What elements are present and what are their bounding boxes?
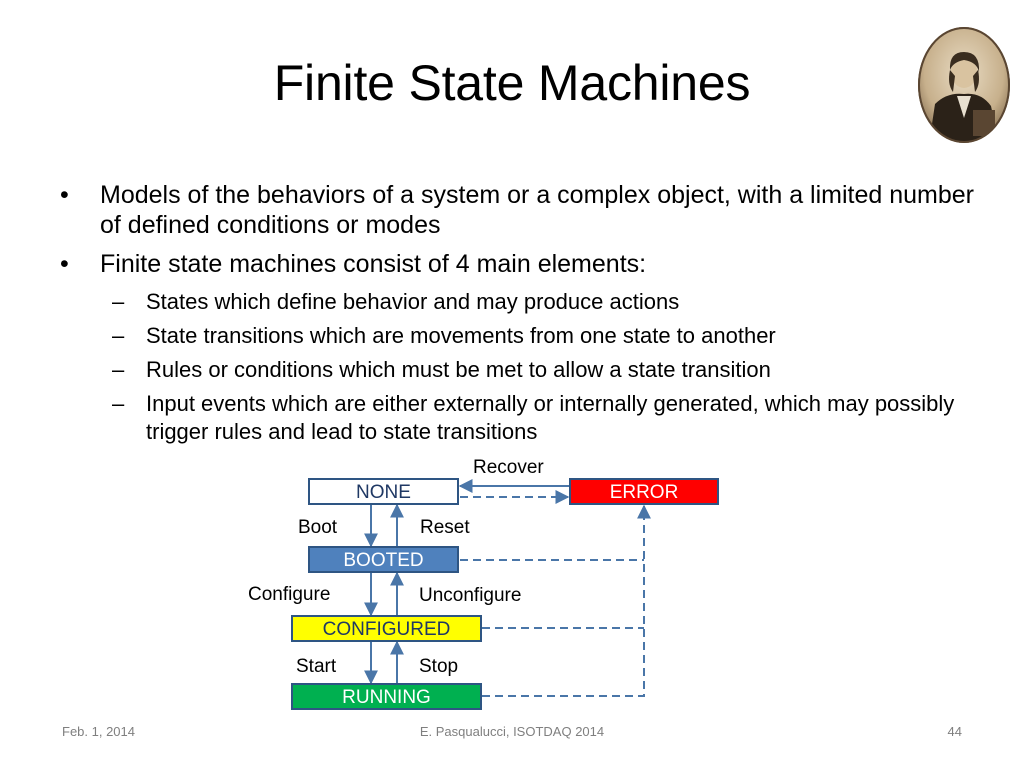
slide-title: Finite State Machines	[273, 55, 751, 111]
state-none-label: NONE	[356, 482, 411, 503]
sub-bullet-text: State transitions which are movements fr…	[146, 323, 776, 348]
bullet-list: • Models of the behaviors of a system or…	[60, 180, 980, 452]
sub-bullet-marker: –	[112, 323, 125, 348]
state-error-label: ERROR	[610, 482, 679, 503]
sub-bullet-item: – Input events which are either external…	[60, 390, 980, 446]
state-booted-label: BOOTED	[343, 550, 423, 571]
state-running: RUNNING	[291, 683, 482, 710]
sub-bullet-marker: –	[112, 357, 125, 382]
sub-bullet-text: Input events which are either externally…	[146, 391, 955, 444]
state-running-label: RUNNING	[342, 687, 431, 708]
footer-author: E. Pasqualucci, ISOTDAQ 2014	[419, 724, 605, 739]
state-none: NONE	[308, 478, 459, 505]
stop-label: Stop	[419, 656, 458, 677]
bullet-item: • Finite state machines consist of 4 mai…	[60, 249, 980, 279]
recover-label: Recover	[473, 457, 544, 478]
page-number: 44	[947, 724, 962, 739]
sub-bullet-item: – Rules or conditions which must be met …	[60, 356, 980, 384]
bullet-item: • Models of the behaviors of a system or…	[60, 180, 980, 240]
state-booted: BOOTED	[308, 546, 459, 573]
state-error: ERROR	[569, 478, 719, 505]
sub-bullet-marker: –	[112, 391, 125, 416]
sub-bullet-marker: –	[112, 289, 125, 314]
sub-bullet-text: Rules or conditions which must be met to…	[146, 357, 771, 382]
sub-bullet-item: – State transitions which are movements …	[60, 322, 980, 350]
sub-bullet-item: – States which define behavior and may p…	[60, 288, 980, 316]
bullet-marker: •	[60, 181, 69, 209]
unconfigure-label: Unconfigure	[419, 585, 521, 606]
bullet-text: Finite state machines consist of 4 main …	[100, 250, 647, 278]
state-configured: CONFIGURED	[291, 615, 482, 642]
reset-label: Reset	[420, 517, 470, 538]
start-label: Start	[296, 656, 337, 677]
footer-date: Feb. 1, 2014	[62, 724, 135, 739]
bullet-marker: •	[60, 250, 69, 278]
bullet-text: Models of the behaviors of a system or a…	[100, 181, 975, 239]
portrait-image	[918, 27, 1010, 143]
sub-bullet-text: States which define behavior and may pro…	[146, 289, 680, 314]
configure-label: Configure	[248, 584, 330, 605]
running-to-error-dashed-path	[482, 504, 651, 697]
boot-label: Boot	[298, 517, 338, 538]
state-configured-label: CONFIGURED	[323, 619, 451, 640]
